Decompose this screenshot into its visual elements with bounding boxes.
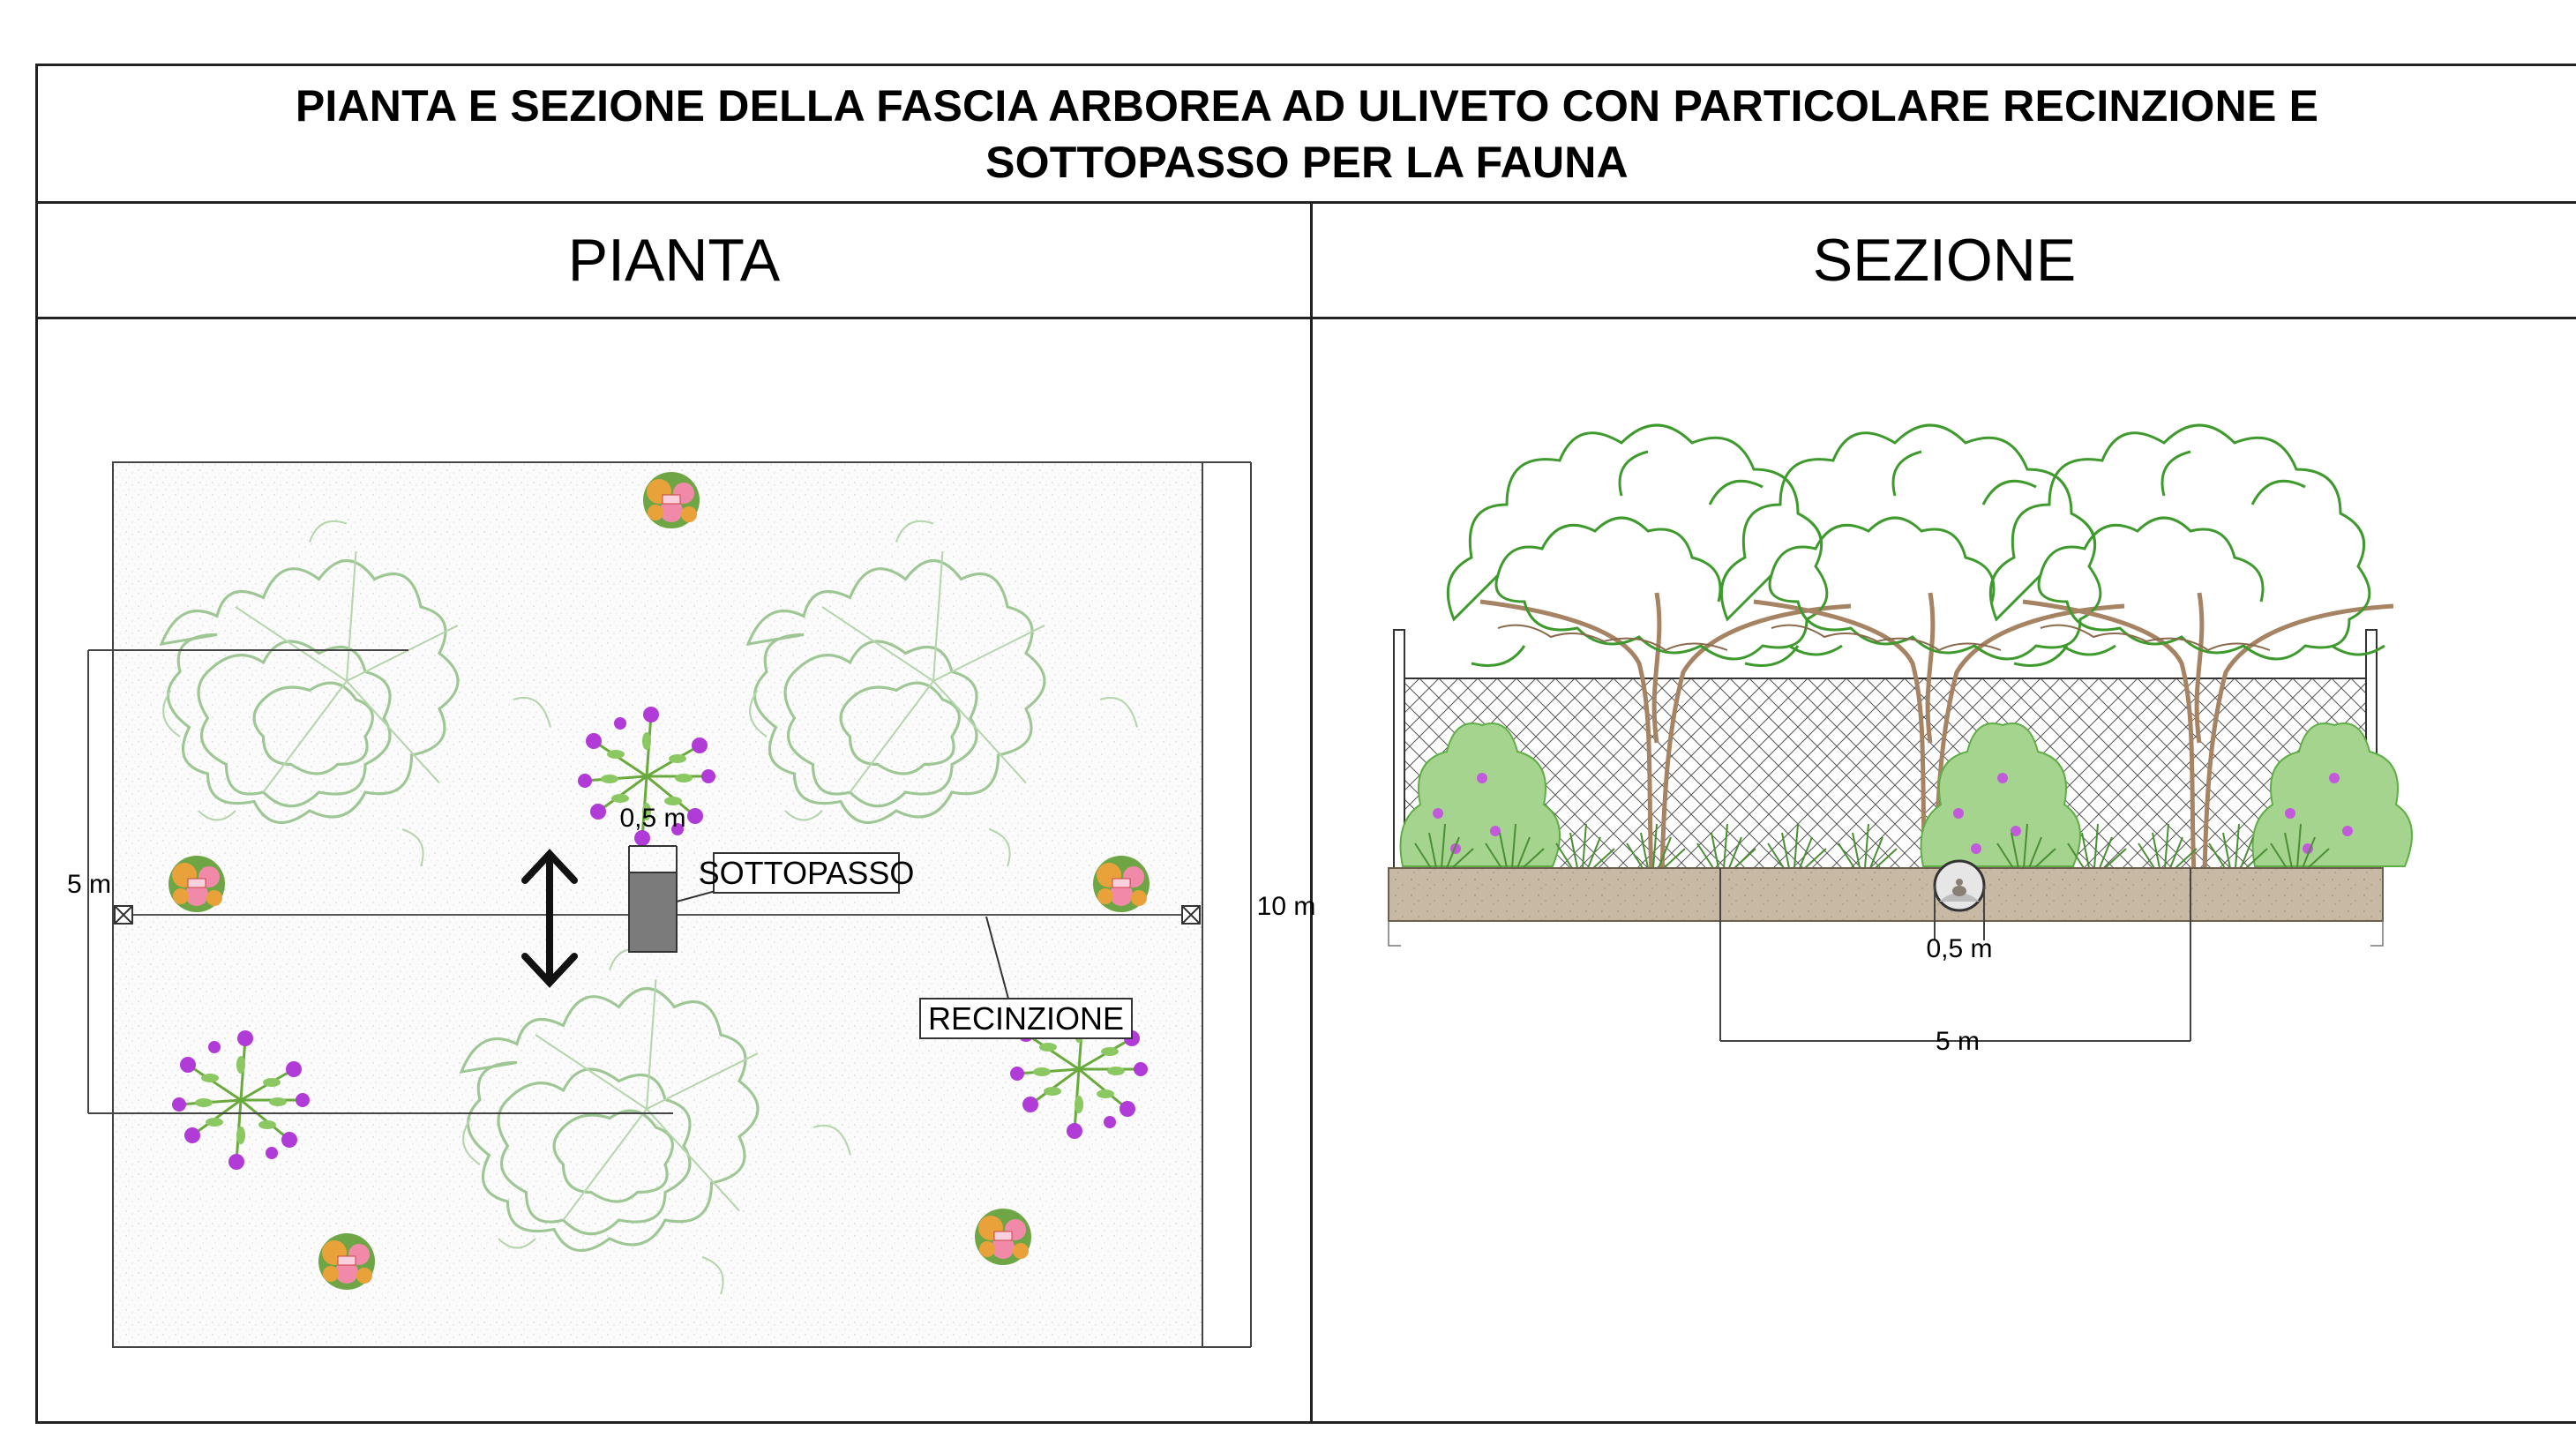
fence-post-right [1181,905,1201,925]
plan-heading: PIANTA [567,227,781,294]
fence-label: RECINZIONE [928,1000,1124,1037]
underpass-pipe-section [1933,859,1986,912]
shrub-small-top [642,471,700,529]
shrub-small-right [1092,855,1150,913]
underpass-label: SOTTOPASSO [699,855,915,891]
plan-panel: 0,5 m SOTTOPASSO RECINZIONE 5 m [35,319,1315,1424]
title-band: PIANTA E SEZIONE DELLA FASCIA ARBOREA AD… [35,64,2576,201]
fence-post-left [114,905,133,925]
underpass-plan [628,872,678,953]
section-heading: SEZIONE [1812,227,2077,294]
dim-depth-line [1202,461,1252,1348]
dim-width-line [87,649,673,1114]
plan-drawing: 0,5 m SOTTOPASSO RECINZIONE 5 m [67,461,1315,1348]
animal-icon [1952,879,1966,896]
dim-underpass-label: 0,5 m [619,804,685,833]
section-panel: 0,5 m 5 m [1313,319,2576,1424]
double-arrow-icon [521,849,578,988]
dim-width-label: 5 m [67,870,111,899]
drawing-title: PIANTA E SEZIONE DELLA FASCIA ARBOREA AD… [295,80,2319,187]
dim-spacing-line [1719,868,2191,1042]
dim-spacing-label: 5 m [1936,1027,1980,1056]
dim-underpass-section-label: 0,5 m [1926,934,1992,963]
section-heading-cell: SEZIONE [1313,201,2576,319]
dim-depth-label: 10 m [1257,892,1315,921]
shrub-small-bottom-right [974,1208,1032,1266]
section-ground [1388,867,2384,922]
shrub-small-left [168,855,226,913]
section-drawing: 0,5 m 5 m [1388,319,2413,1056]
plan-heading-cell: PIANTA [35,201,1313,319]
dim-underpass-section-line [1934,886,1985,940]
shrub-small-bottom-left [318,1232,376,1291]
